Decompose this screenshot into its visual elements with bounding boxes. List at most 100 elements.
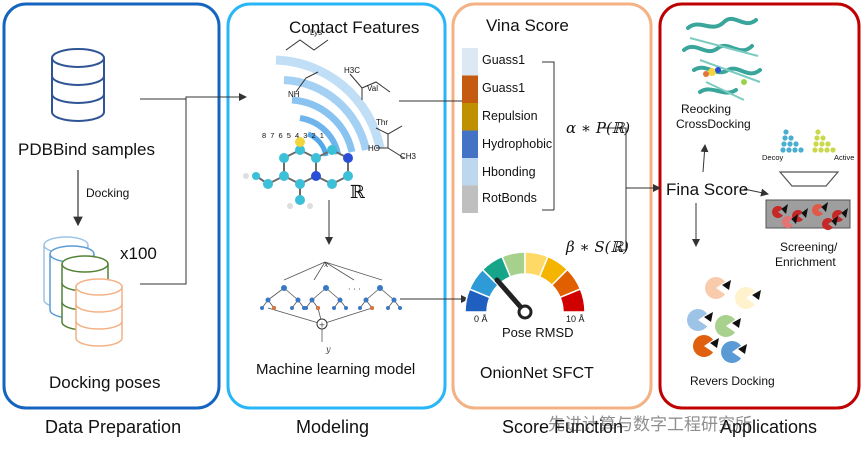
fina-score-connectors bbox=[692, 144, 769, 247]
active-dot bbox=[820, 135, 826, 141]
revers-docking-label: Revers Docking bbox=[690, 374, 775, 388]
revers-protein-0-ligand bbox=[722, 280, 731, 290]
vina-term-gauss1-b: Guass1 bbox=[482, 81, 526, 95]
vina-term-hydrophobic: Hydrophobic bbox=[482, 137, 553, 151]
screen-protein-2 bbox=[812, 204, 823, 216]
svg-text:x: x bbox=[324, 260, 329, 269]
panel-title-score-function: Score Function bbox=[502, 417, 624, 437]
screen-protein-3-ligand bbox=[841, 208, 848, 218]
docking-arrow-label: Docking bbox=[86, 186, 130, 200]
fina-score-label: Fina Score bbox=[666, 180, 749, 199]
active-dot bbox=[824, 147, 830, 153]
decoy-dot bbox=[792, 147, 798, 153]
database-icon bbox=[51, 48, 105, 122]
decoy-dot bbox=[783, 129, 789, 135]
mol-lys: Lys bbox=[310, 28, 323, 37]
screen-protein-1-ligand bbox=[801, 208, 808, 218]
panel-score-function bbox=[451, 2, 653, 410]
panel-title-data-preparation: Data Preparation bbox=[45, 417, 182, 437]
revers-protein-1 bbox=[734, 287, 756, 309]
enrichment-label: Enrichment bbox=[775, 255, 836, 269]
score-bracket bbox=[542, 61, 661, 251]
distance-scale-numbers: 8 7 6 5 4 3 2 1 bbox=[262, 131, 325, 140]
gauge-max-label: 10 Å bbox=[566, 314, 585, 324]
active-dot bbox=[812, 147, 818, 153]
active-dot bbox=[830, 147, 836, 153]
screen-protein-0 bbox=[772, 206, 783, 219]
decoy-label: Decoy bbox=[762, 153, 784, 162]
decoy-dot bbox=[787, 141, 793, 147]
decoy-dot bbox=[781, 141, 787, 147]
gauge-min-label: 0 Å bbox=[474, 314, 488, 324]
revers-protein-4-ligand bbox=[710, 338, 719, 348]
pdbbind-label: PDBBind samples bbox=[18, 140, 156, 159]
revers-protein-1-ligand bbox=[752, 290, 761, 300]
vina-swatch-4 bbox=[462, 158, 478, 186]
ml-model-graphic: + x y · · · bbox=[260, 260, 402, 354]
pose-rmsd-gauge bbox=[464, 251, 586, 320]
active-dot bbox=[819, 141, 825, 147]
real-symbol: ℝ bbox=[350, 182, 365, 203]
vina-swatch-3 bbox=[462, 130, 478, 158]
screen-protein-4-ligand bbox=[791, 214, 798, 224]
panel-title-applications: Applications bbox=[720, 417, 818, 437]
decoy-dot bbox=[793, 141, 799, 147]
decoy-dot bbox=[780, 147, 786, 153]
revers-protein-3-ligand bbox=[732, 318, 741, 328]
vina-swatch-2 bbox=[462, 103, 478, 131]
prep-connectors bbox=[140, 93, 247, 285]
ligand-molecule-icon bbox=[243, 137, 353, 209]
panel-applications bbox=[658, 2, 861, 410]
watermark-text: 先进计算与数字工程研究所 bbox=[548, 415, 752, 435]
decoy-dot bbox=[786, 147, 792, 153]
vina-term-rotbonds: RotBonds bbox=[482, 191, 537, 205]
reocking-label: Reocking bbox=[681, 102, 732, 116]
contact-features-title: Contact Features bbox=[289, 18, 420, 37]
mol-thr: Thr bbox=[376, 118, 388, 127]
screen-protein-5 bbox=[822, 218, 833, 230]
decoy-dot bbox=[788, 135, 794, 141]
panel-modeling bbox=[226, 2, 447, 410]
active-dot bbox=[814, 135, 820, 141]
revers-protein-0 bbox=[704, 277, 726, 300]
side-chain-icon bbox=[285, 39, 405, 159]
pose-rmsd-label: Pose RMSD bbox=[502, 325, 574, 340]
multiplier-label: x100 bbox=[120, 244, 157, 263]
alpha-formula: α ∗ P(ℝ) bbox=[566, 119, 631, 137]
docking-poses-label: Docking poses bbox=[49, 373, 161, 392]
vina-swatch-1 bbox=[462, 75, 478, 103]
reverse-docking-proteins-icon bbox=[687, 277, 761, 363]
revers-protein-4 bbox=[692, 335, 714, 358]
vina-term-repulsion: Repulsion bbox=[482, 109, 538, 123]
active-dot bbox=[813, 141, 819, 147]
mol-val: Val bbox=[367, 84, 378, 93]
vina-term-gauss1-a: Guass1 bbox=[482, 53, 526, 67]
vina-swatch-0 bbox=[462, 48, 478, 76]
svg-text:· · ·: · · · bbox=[348, 285, 361, 294]
active-dot bbox=[825, 141, 831, 147]
mol-ho: HO bbox=[368, 144, 380, 153]
revers-protein-2-ligand bbox=[704, 312, 713, 322]
screening-label: Screening/ bbox=[780, 240, 838, 254]
onionnet-sfct-label: OnionNet SFCT bbox=[480, 365, 594, 382]
vina-swatch-5 bbox=[462, 185, 478, 213]
screen-protein-4 bbox=[782, 216, 793, 228]
active-label: Active bbox=[834, 153, 855, 162]
screening-funnel-icon bbox=[765, 129, 851, 230]
decoy-dot bbox=[798, 147, 804, 153]
decoy-dot bbox=[782, 135, 788, 141]
active-dot bbox=[818, 147, 824, 153]
vina-term-hbonding: Hbonding bbox=[482, 165, 536, 179]
svg-text:y: y bbox=[325, 345, 331, 354]
mol-nh: NH bbox=[288, 90, 300, 99]
crossdocking-label: CrossDocking bbox=[676, 117, 751, 131]
panel-data-preparation bbox=[2, 2, 221, 410]
vina-score-title: Vina Score bbox=[486, 16, 569, 35]
panel-title-modeling: Modeling bbox=[296, 417, 370, 437]
gauge-hub bbox=[517, 304, 533, 320]
active-dot bbox=[815, 129, 821, 135]
mol-h3c: H3C bbox=[344, 66, 361, 75]
revers-protein-2 bbox=[687, 309, 708, 331]
ml-model-label: Machine learning model bbox=[256, 361, 416, 378]
